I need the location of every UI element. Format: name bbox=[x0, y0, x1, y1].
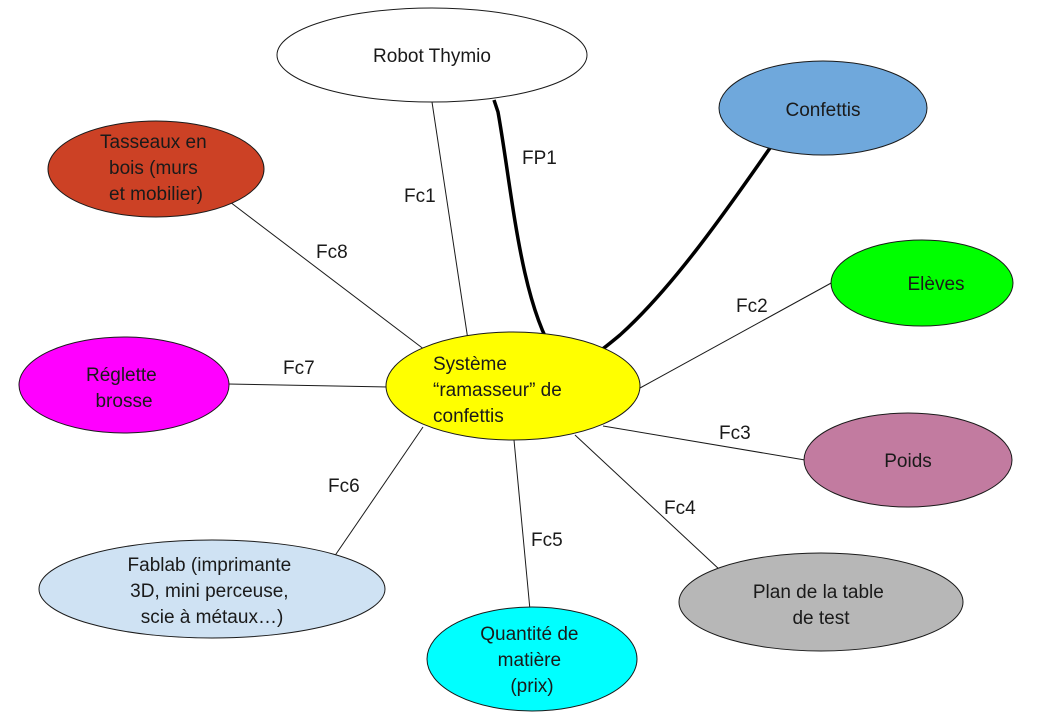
edge-fc3 bbox=[602, 425, 806, 461]
node-confettis-label: Confettis bbox=[786, 100, 861, 121]
edge-label-fp1: FP1 bbox=[522, 148, 557, 169]
node-systeme-label: Système “ramasseur” de confettis bbox=[433, 354, 567, 427]
edge-fc5 bbox=[513, 439, 531, 611]
edge-fp1 bbox=[492, 99, 772, 366]
node-poids-label: Poids bbox=[884, 451, 932, 472]
node-robot-thymio bbox=[276, 7, 588, 103]
edge-fc1 bbox=[431, 101, 469, 341]
node-quantite bbox=[426, 606, 638, 712]
edge-label-fc5: Fc5 bbox=[531, 530, 563, 551]
edge-label-fc1: Fc1 bbox=[404, 186, 436, 207]
node-reglette-label: Réglette brosse bbox=[86, 365, 162, 412]
node-systeme bbox=[385, 331, 641, 441]
node-robot-thymio-label: Robot Thymio bbox=[373, 46, 491, 67]
edge-fc7 bbox=[227, 383, 389, 388]
node-fablab-label: Fablab (imprimante 3D, mini perceuse, sc… bbox=[128, 555, 297, 628]
node-eleves-label: Elèves bbox=[907, 274, 964, 295]
node-confettis bbox=[718, 60, 928, 156]
edge-label-fc3: Fc3 bbox=[719, 423, 751, 444]
edge-label-fc7: Fc7 bbox=[283, 358, 315, 379]
node-eleves bbox=[830, 239, 1014, 327]
node-reglette bbox=[18, 336, 230, 434]
node-tasseaux bbox=[47, 120, 265, 218]
node-tasseaux-label: Tasseaux en bois (murs et mobilier) bbox=[100, 132, 212, 205]
node-plan-table bbox=[678, 552, 964, 652]
edge-label-fc8: Fc8 bbox=[316, 242, 348, 263]
node-plan-table-label: Plan de la table de test bbox=[753, 582, 889, 629]
edge-fc6 bbox=[333, 426, 424, 558]
node-poids bbox=[803, 412, 1013, 508]
node-fablab bbox=[38, 539, 386, 639]
edge-fc8 bbox=[229, 201, 426, 351]
edge-label-fc2: Fc2 bbox=[736, 296, 768, 317]
node-quantite-label: Quantité de matière (prix) bbox=[480, 624, 584, 697]
edge-fc4 bbox=[574, 434, 721, 571]
edge-fc2 bbox=[639, 281, 834, 389]
edge-label-fc4: Fc4 bbox=[664, 498, 696, 519]
edge-label-fc6: Fc6 bbox=[328, 476, 360, 497]
